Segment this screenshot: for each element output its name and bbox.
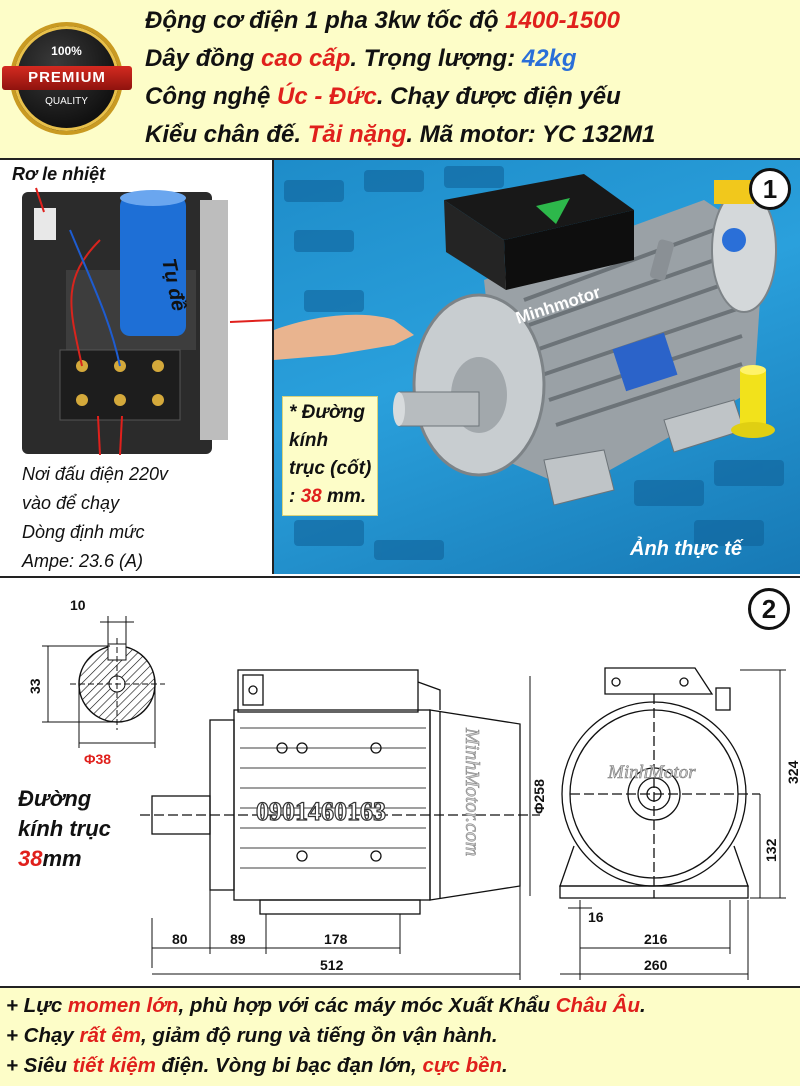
dim-258: Φ258 <box>531 779 547 814</box>
text: + Lực <box>6 994 68 1017</box>
shaft-diameter-value: 38 <box>300 486 322 507</box>
section-number-2: 2 <box>748 588 790 630</box>
terminal-text-line: Nơi đấu điện 220v <box>22 464 168 484</box>
real-photo-label: Ảnh thực tế <box>630 538 743 560</box>
text: . <box>640 994 646 1017</box>
terminal-text-line: Dòng định mức <box>22 522 145 542</box>
header-line-3: Công nghệ Úc - Đức. Chạy được điện yếu <box>145 82 621 112</box>
shaft-note-line: * Đường <box>289 402 365 423</box>
highlight: rất êm <box>79 1024 142 1047</box>
text: : <box>289 486 301 507</box>
technical-drawing: 2 <box>0 576 800 988</box>
dim-132: 132 <box>763 838 779 862</box>
speed-value: 1400-1500 <box>505 7 620 34</box>
yellow-spool-icon <box>731 365 775 438</box>
badge-ribbon: PREMIUM <box>2 66 132 90</box>
premium-badge-icon: 100% PREMIUM QUALITY <box>2 22 132 135</box>
highlight: cao cấp <box>261 45 351 72</box>
highlight: Châu Âu <box>555 994 641 1017</box>
dim-260: 260 <box>644 957 668 973</box>
shaft-note-line: trục (cốt) <box>289 458 372 479</box>
shaft-icon <box>398 391 480 427</box>
text: , phù hợp với các máy móc Xuất Khẩu <box>178 994 556 1017</box>
shaft-section-icon <box>42 616 165 748</box>
terminal-description: Nơi đấu điện 220v vào để chạy Dòng định … <box>22 460 168 576</box>
motor-side-view-icon <box>140 669 540 915</box>
shaft-note-line: kính <box>289 430 329 451</box>
text: Động cơ điện 1 pha 3kw tốc độ <box>145 7 506 34</box>
highlight: momen lớn <box>67 994 179 1017</box>
feature-line-1: + Lực momen lớn, phù hợp với các máy móc… <box>6 992 646 1020</box>
dim-324: 324 <box>785 760 800 784</box>
terminal-arrow-icon <box>97 415 101 456</box>
dim-216: 216 <box>644 931 668 947</box>
relay-label: Rơ le nhiệt <box>12 164 106 184</box>
logo-icon <box>536 198 570 224</box>
header-line-1: Động cơ điện 1 pha 3kw tốc độ 1400-1500 <box>145 6 620 36</box>
text: điện. Vòng bi bạc đạn lớn, <box>155 1054 423 1077</box>
header-banner: 100% PREMIUM QUALITY Động cơ điện 1 pha … <box>0 0 800 160</box>
text: mm. <box>321 486 367 507</box>
dim-33: 33 <box>27 678 43 694</box>
terminal-block-icon <box>59 229 181 421</box>
dim-16: 16 <box>588 909 604 925</box>
highlight: tiết kiệm <box>72 1054 156 1077</box>
vertical-watermark: MinhMotor.com <box>461 727 483 856</box>
highlight: Tải nặng <box>307 121 407 148</box>
text: + Chạy <box>6 1024 80 1047</box>
motor-illustration: Minhmotor <box>274 166 784 560</box>
shaft-note: * Đường kính trục (cốt) : 38 mm. <box>282 396 379 516</box>
text: + Siêu <box>6 1054 73 1077</box>
weight-value: 42kg <box>521 45 577 72</box>
dim-diameter-38: Φ38 <box>84 751 111 767</box>
motor-side <box>200 200 228 440</box>
shaft-label-unit: mm <box>42 846 82 871</box>
highlight: cực bền <box>422 1054 503 1077</box>
shaft-note-line: : 38 mm. <box>289 483 371 511</box>
drawing-svg: 10 33 Φ38 Φ258 80 89 178 512 324 132 16 … <box>27 597 800 980</box>
text: . <box>502 1054 508 1077</box>
dim-512: 512 <box>320 957 344 973</box>
text: . Mã motor: YC 132M1 <box>406 121 656 148</box>
motor-photo: Minhmotor 1 * Đường kính trục (cốt) : 38… <box>274 160 800 574</box>
text: Kiểu chân đế. <box>145 121 308 148</box>
dim-178: 178 <box>324 931 348 947</box>
shaft-label-line: Đường <box>18 786 92 811</box>
section-number-1: 1 <box>749 168 791 210</box>
header-line-2: Dây đồng cao cấp. Trọng lượng: 42kg <box>145 44 577 74</box>
terminal-text-line: vào để chạy <box>22 493 120 513</box>
front-brand-watermark: MinhMotor <box>607 762 696 783</box>
relay-arrow-icon <box>35 187 45 213</box>
capacitor-arrow-icon <box>229 319 272 323</box>
dim-89: 89 <box>230 931 246 947</box>
shaft-label-line: kính trục <box>18 816 111 841</box>
footer-features: + Lực momen lớn, phù hợp với các máy móc… <box>0 986 800 1086</box>
nameplate-icon <box>612 332 678 392</box>
feature-line-2: + Chạy rất êm, giảm độ rung và tiếng ồn … <box>6 1022 498 1050</box>
phone-watermark: 0901460163 <box>256 797 386 826</box>
shaft-label-line: 38mm <box>18 844 111 874</box>
shaft-diameter-label: Đường kính trục 38mm <box>18 784 111 874</box>
text: Dây đồng <box>145 45 262 72</box>
dim-key-width: 10 <box>70 597 86 613</box>
text: . Trọng lượng: <box>350 45 522 72</box>
hand-icon <box>274 314 414 360</box>
text: Công nghệ <box>145 83 277 110</box>
text: . Chạy được điện yếu <box>376 83 621 110</box>
badge-percent: 100% <box>51 44 82 58</box>
thermal-relay-icon <box>34 208 56 240</box>
motor-body-icon <box>393 174 777 506</box>
shaft-label-value: 38 <box>18 846 43 871</box>
badge-quality: QUALITY <box>45 96 88 107</box>
terminal-box-panel: Rơ le nhiệt Tụ đề Nơi đấu điện 220v vào … <box>0 160 274 574</box>
capacitor-icon <box>120 196 186 336</box>
motor-front-view-icon <box>559 667 760 899</box>
text: , giảm độ rung và tiếng ồn vận hành. <box>141 1024 498 1047</box>
header-line-4: Kiểu chân đế. Tải nặng. Mã motor: YC 132… <box>145 120 655 150</box>
terminal-box-illustration: Tụ đề <box>22 187 272 456</box>
dim-80: 80 <box>172 931 188 947</box>
feature-line-3: + Siêu tiết kiệm điện. Vòng bi bạc đạn l… <box>6 1052 508 1080</box>
terminal-text-line: Ampe: 23.6 (A) <box>22 551 144 571</box>
highlight: Úc - Đức <box>276 83 377 110</box>
